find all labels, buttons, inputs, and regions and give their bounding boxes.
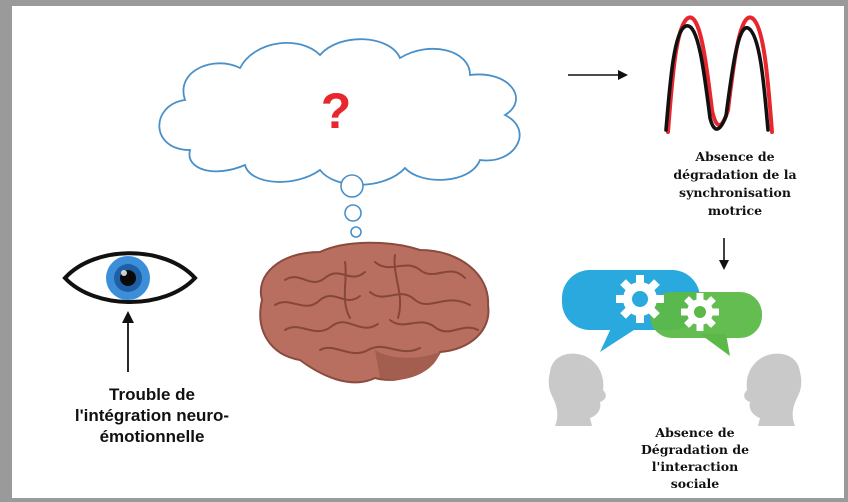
thought-cloud: ? (158, 38, 521, 186)
label-social-interaction: Absence de Dégradation de l'interaction … (610, 424, 780, 492)
label-line: Absence de (695, 149, 775, 164)
arrow-sync-to-interaction (719, 238, 729, 270)
arrow-cloud-to-waveform (568, 70, 628, 80)
head-silhouette-right-icon (744, 353, 802, 426)
label-motor-synchronisation: Absence de dégradation de la synchronisa… (650, 148, 820, 220)
waveform-icon (664, 15, 774, 134)
gear-small-icon (681, 293, 719, 331)
label-line: Trouble de (109, 385, 195, 404)
label-line: Absence de (655, 425, 735, 440)
brain-icon (259, 241, 490, 384)
arrow-label-to-eye (122, 311, 134, 372)
label-neuro-emotional-integration: Trouble de l'intégration neuro- émotionn… (52, 384, 252, 447)
question-mark-icon: ? (321, 83, 352, 139)
head-silhouette-left-icon (548, 353, 606, 426)
label-line: synchronisation (679, 185, 791, 200)
label-line: sociale (670, 476, 720, 491)
label-line: l'intégration neuro- (74, 406, 230, 425)
label-line: dégradation de la (673, 167, 797, 182)
eye-icon (62, 251, 198, 304)
label-line: émotionnelle (99, 427, 205, 446)
label-line: Dégradation de (640, 442, 750, 457)
thought-bubbles (340, 174, 364, 238)
label-line: l'interaction (651, 459, 739, 474)
label-line: motrice (707, 203, 763, 218)
gear-icon (616, 275, 664, 323)
